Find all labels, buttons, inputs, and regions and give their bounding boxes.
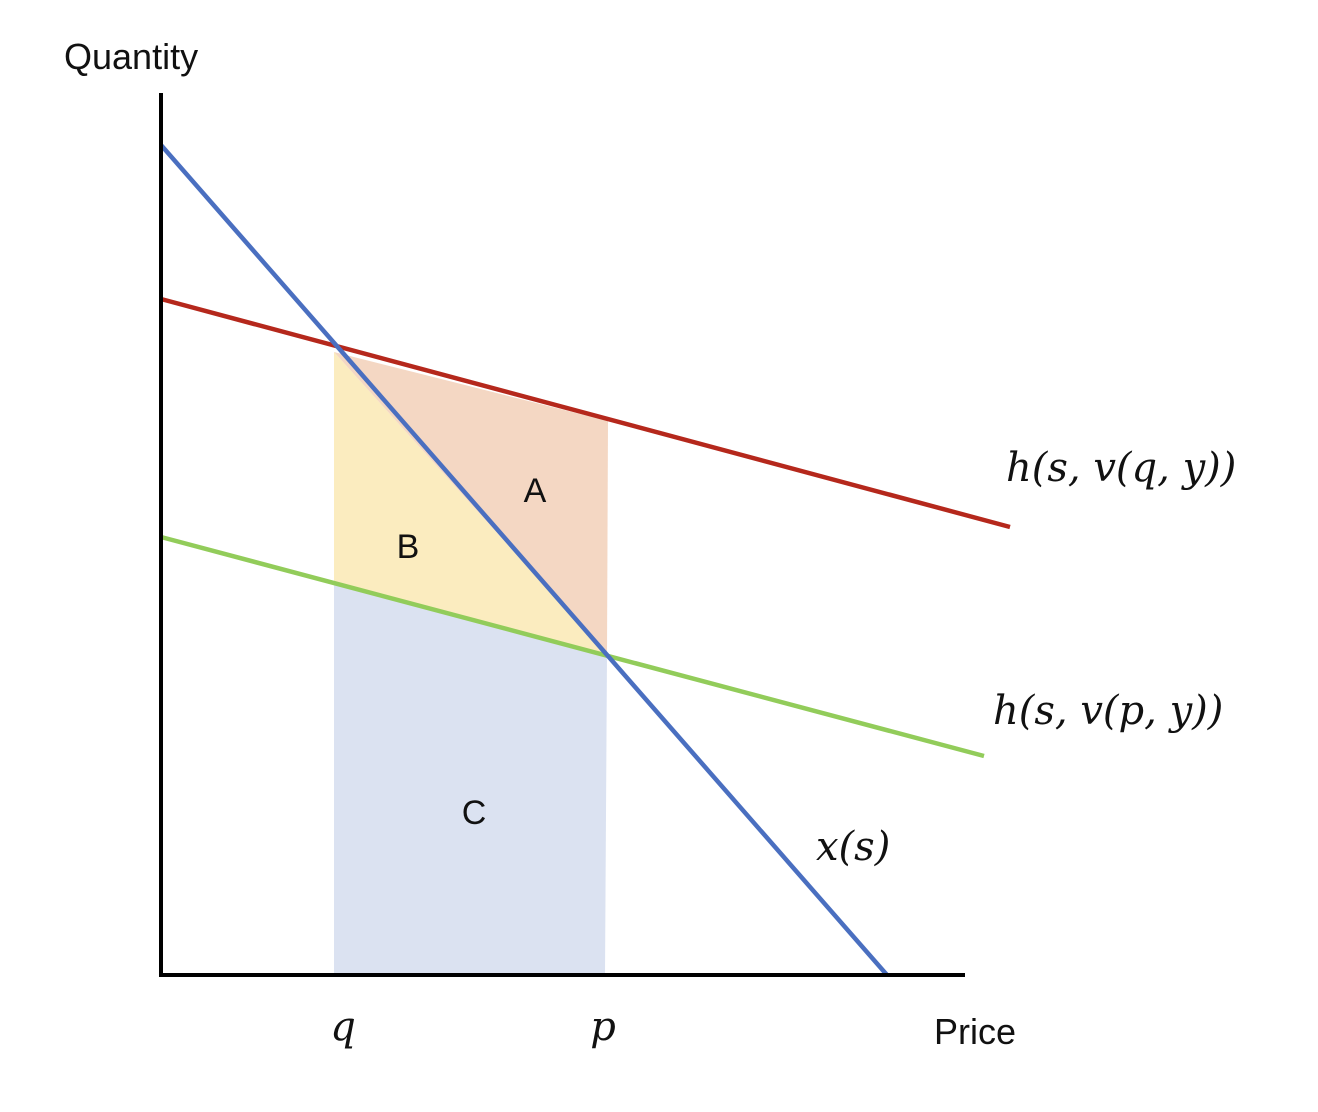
demand-line [159,143,889,977]
region-c-label: C [462,794,487,832]
tick-label-p: p [590,1004,616,1050]
region-c-area [334,583,607,975]
region-b-label: B [397,528,420,566]
compensated-demand-p-line [160,534,985,759]
x-axis-label: Price [934,1011,1016,1052]
curve-label-h-q: h(s, v(q, y)) [1006,445,1236,491]
tick-label-q: q [330,1004,356,1050]
region-a-label: A [524,472,547,510]
curve-label-x: x(s) [816,824,890,870]
y-axis-label: Quantity [64,36,198,77]
curve-label-h-p: h(s, v(p, y)) [993,688,1223,734]
compensated-demand-q-line [160,296,1011,530]
